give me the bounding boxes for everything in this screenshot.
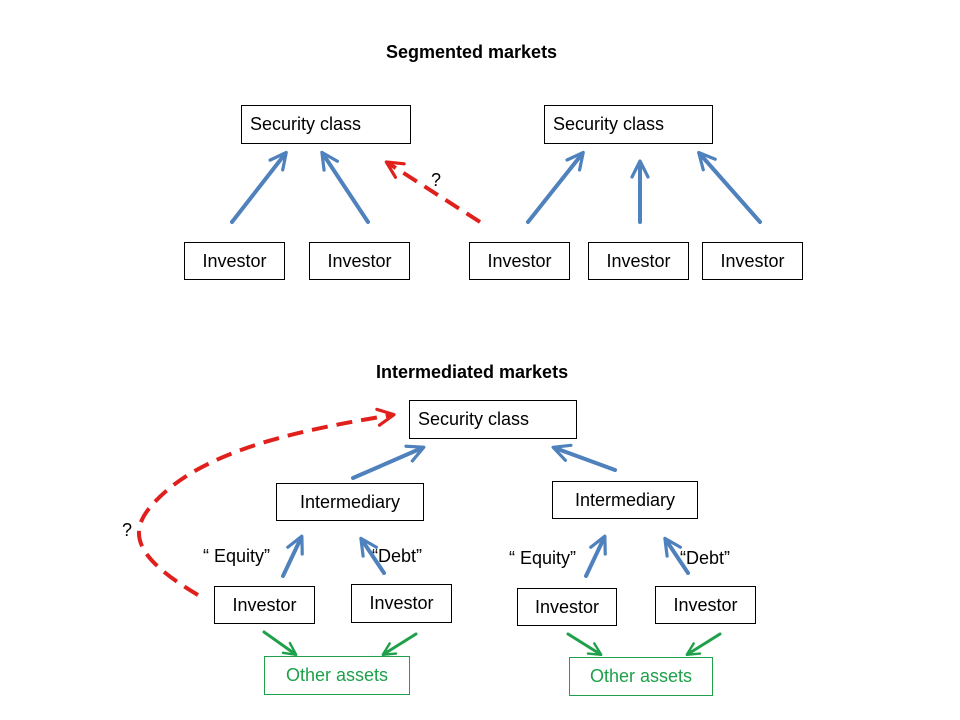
investor-label: Investor bbox=[720, 250, 785, 271]
investor-label: Investor bbox=[606, 250, 671, 271]
investor-label: Investor bbox=[673, 594, 738, 615]
investor-box: Investor bbox=[184, 242, 285, 280]
investor-box: Investor bbox=[655, 586, 756, 624]
investor-box: Investor bbox=[351, 584, 452, 623]
debt-label-left: “Debt” bbox=[372, 546, 423, 566]
investor-box: Investor bbox=[214, 586, 315, 624]
arrow-equity-to-intermediary bbox=[584, 534, 607, 578]
investor-box: Investor bbox=[588, 242, 689, 280]
equity-label-left: “ Equity” bbox=[203, 546, 271, 566]
investor-box: Investor bbox=[309, 242, 410, 280]
debt-label-right: “Debt” bbox=[680, 548, 731, 568]
security-class-box-right: Security class bbox=[544, 105, 713, 144]
arrow-investor-to-other-assets bbox=[262, 630, 298, 657]
dashed-arrow-investor-to-security bbox=[137, 407, 396, 597]
intermediary-label: Intermediary bbox=[574, 489, 676, 510]
investor-label: Investor bbox=[534, 596, 600, 617]
security-class-label: Security class bbox=[553, 114, 665, 134]
arrow-debt-to-intermediary bbox=[359, 536, 386, 575]
other-assets-box-left: Other assets bbox=[264, 656, 410, 695]
intermediary-label: Intermediary bbox=[299, 491, 401, 512]
question-mark-intermediated: ? bbox=[122, 520, 133, 540]
arrow-investor-to-security bbox=[526, 150, 585, 224]
arrow-investor-to-security bbox=[320, 150, 370, 224]
investor-box: Investor bbox=[469, 242, 570, 280]
investor-label: Investor bbox=[232, 594, 297, 615]
arrow-intermediary-to-security bbox=[351, 444, 426, 480]
arrow-investor-to-other-assets bbox=[566, 632, 603, 656]
arrow-investor-to-security bbox=[230, 150, 288, 224]
other-assets-box-right: Other assets bbox=[569, 657, 713, 696]
other-assets-label: Other assets bbox=[285, 665, 389, 685]
equity-label-right: “ Equity” bbox=[509, 548, 577, 568]
arrow-intermediary-to-security bbox=[551, 443, 617, 472]
dashed-arrow-cross-market bbox=[384, 160, 482, 224]
intermediated-markets-title: Intermediated markets bbox=[376, 362, 569, 382]
other-assets-label: Other assets bbox=[589, 666, 693, 686]
arrow-equity-to-intermediary bbox=[281, 534, 304, 578]
segmented-markets-title: Segmented markets bbox=[386, 42, 558, 62]
investor-label: Investor bbox=[487, 250, 552, 271]
arrow-investor-to-security bbox=[697, 150, 762, 224]
investor-box: Investor bbox=[702, 242, 803, 280]
investor-box: Investor bbox=[517, 588, 617, 626]
intermediary-box-left: Intermediary bbox=[276, 483, 424, 521]
arrow-debt-to-intermediary bbox=[663, 536, 690, 575]
security-class-label: Security class bbox=[250, 114, 362, 134]
investor-label: Investor bbox=[327, 250, 392, 271]
question-mark-segmented: ? bbox=[431, 170, 442, 190]
investor-label: Investor bbox=[202, 250, 267, 271]
security-class-label: Security class bbox=[418, 409, 530, 429]
security-class-box-intermediated: Security class bbox=[409, 400, 577, 439]
arrow-investor-to-other-assets bbox=[685, 632, 722, 656]
investor-label: Investor bbox=[369, 593, 434, 613]
security-class-box-left: Security class bbox=[241, 105, 411, 144]
intermediary-box-right: Intermediary bbox=[552, 481, 698, 519]
arrow-investor-to-other-assets bbox=[381, 632, 418, 656]
